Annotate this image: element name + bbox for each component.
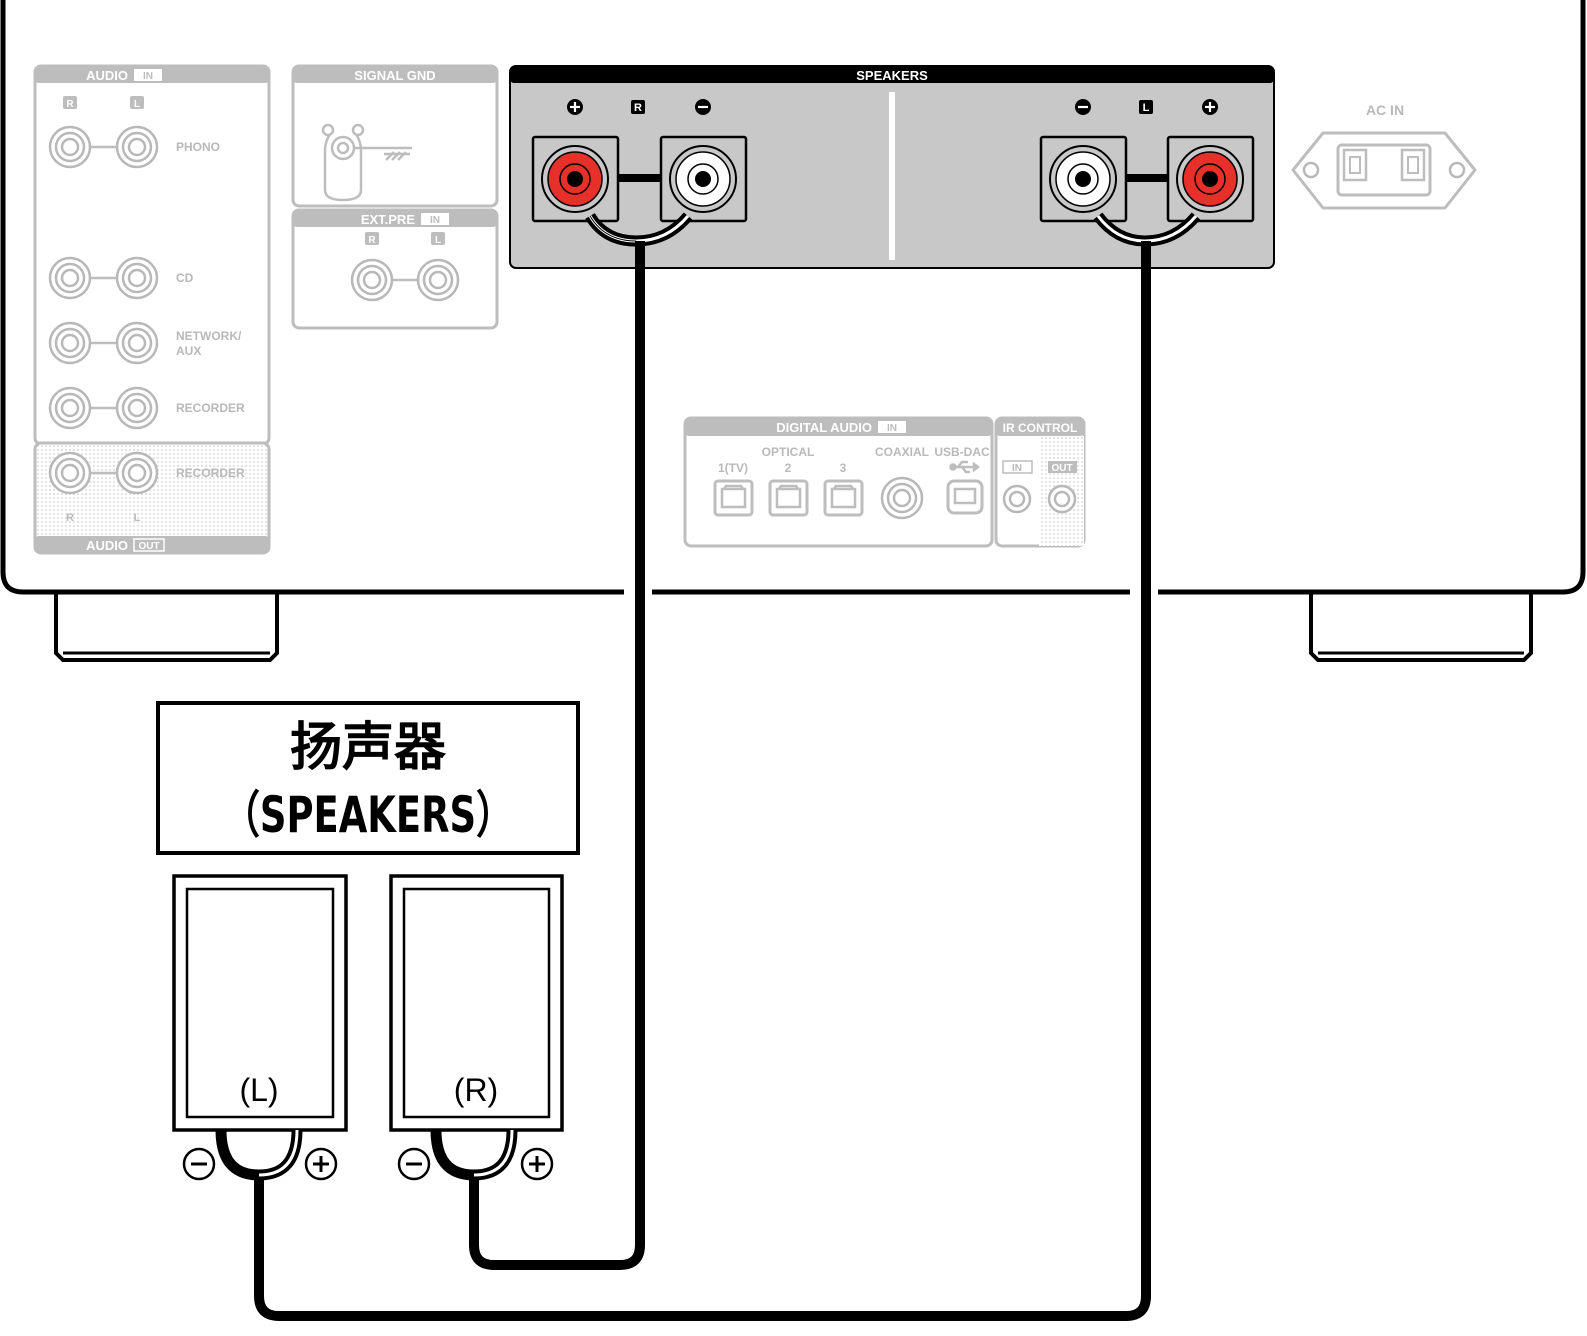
optical-label: OPTICAL: [762, 445, 815, 459]
network-aux-l-jack-icon[interactable]: [115, 321, 159, 365]
cd-label: CD: [176, 271, 194, 285]
optical-1-port[interactable]: [713, 479, 754, 517]
ext-pre-r-jack-icon[interactable]: [350, 258, 394, 302]
recorder-out-l-jack-icon[interactable]: [115, 451, 159, 495]
signal-gnd-header: SIGNAL GND: [354, 68, 435, 83]
audio-in-header: AUDIO: [86, 68, 128, 83]
right-speaker-label: (R): [454, 1072, 498, 1108]
l-plus-icon: [1202, 99, 1218, 115]
digital-audio-panel: DIGITAL AUDIO IN OPTICAL 1(TV) 2 3 COAXI…: [683, 416, 994, 548]
audio-out-badge: OUT: [138, 541, 159, 552]
ir-out-label: OUT: [1051, 463, 1072, 474]
digital-audio-header: DIGITAL AUDIO: [776, 420, 872, 435]
left-speaker-label: (L): [239, 1072, 278, 1108]
audio-out-header: AUDIO: [86, 538, 128, 553]
r-minus-icon: [695, 99, 711, 115]
optical-2-port[interactable]: [768, 479, 809, 517]
l-plus-terminal[interactable]: [1166, 135, 1255, 223]
ir-in-label: IN: [1012, 463, 1022, 474]
left-speaker-plus-icon: [304, 1147, 338, 1181]
phono-l-jack-icon[interactable]: [115, 125, 159, 169]
ac-inlet: AC IN: [1291, 102, 1477, 210]
audio-out-panel: RECORDER R L AUDIO OUT: [33, 441, 271, 555]
phono-r-jack-icon[interactable]: [48, 125, 92, 169]
audio-out-ch-l: L: [134, 512, 141, 524]
speakers-title-cn: 扬声器: [290, 718, 447, 778]
right-foot: [1309, 590, 1533, 662]
recorder-out-r-jack-icon[interactable]: [48, 451, 92, 495]
right-speaker-plus-icon: [520, 1147, 554, 1181]
l-minus-terminal[interactable]: [1039, 135, 1128, 223]
optical-2-label: 2: [785, 461, 792, 475]
speakers-title-en: （SPEAKERS）: [223, 786, 513, 844]
optical-3-port[interactable]: [823, 479, 864, 517]
ext-pre-header: EXT.PRE: [361, 212, 416, 227]
ext-pre-panel: EXT.PRE IN R L: [291, 208, 499, 330]
ir-control-panel: IR CONTROL IN OUT: [994, 416, 1086, 548]
digital-audio-badge: IN: [887, 423, 897, 434]
ext-pre-ch-r: R: [368, 235, 376, 246]
r-minus-terminal[interactable]: [659, 135, 748, 223]
l-minus-icon: [1075, 99, 1091, 115]
recorder-in-label: RECORDER: [176, 401, 245, 415]
left-speaker-minus-icon: [182, 1147, 216, 1181]
usb-dac-port[interactable]: [946, 479, 984, 515]
left-foot: [54, 590, 279, 662]
network-aux-r-jack-icon[interactable]: [48, 321, 92, 365]
recorder-in-r-jack-icon[interactable]: [48, 386, 92, 430]
speakers-l-label: L: [1143, 102, 1150, 114]
ac-in-label: AC IN: [1366, 102, 1404, 118]
ext-pre-badge: IN: [430, 215, 440, 226]
r-plus-icon: [567, 99, 583, 115]
ir-control-header: IR CONTROL: [1003, 421, 1078, 435]
ir-in-jack-icon[interactable]: [1002, 484, 1032, 514]
optical-3-label: 3: [840, 461, 847, 475]
audio-in-badge: IN: [143, 71, 153, 82]
left-speaker: (L): [172, 874, 348, 1181]
recorder-in-l-jack-icon[interactable]: [115, 386, 159, 430]
ext-pre-ch-l: L: [435, 235, 441, 246]
speakers-terminal-panel: SPEAKERS R L: [509, 65, 1275, 269]
ir-out-jack-icon[interactable]: [1047, 484, 1077, 514]
audio-in-ch-r: R: [66, 99, 74, 110]
ground-terminal-icon[interactable]: [321, 123, 412, 202]
usb-dac-label: USB-DAC: [934, 445, 990, 459]
speakers-title-box: 扬声器 （SPEAKERS）: [156, 701, 580, 855]
r-plus-terminal[interactable]: [531, 135, 620, 223]
phono-label: PHONO: [176, 140, 220, 154]
signal-gnd-panel: SIGNAL GND: [291, 64, 499, 208]
cd-l-jack-icon[interactable]: [115, 256, 159, 300]
r-speaker-cable: [469, 241, 645, 1270]
network-label: NETWORK/: [176, 329, 242, 343]
aux-label: AUX: [176, 344, 201, 358]
cd-r-jack-icon[interactable]: [48, 256, 92, 300]
right-speaker: (R): [389, 874, 564, 1181]
audio-out-ch-r: R: [66, 512, 74, 524]
audio-in-ch-l: L: [134, 99, 140, 110]
ext-pre-l-jack-icon[interactable]: [416, 258, 460, 302]
coaxial-label: COAXIAL: [875, 445, 929, 459]
speaker-cables: [254, 212, 1201, 1321]
l-speaker-cable: [254, 241, 1151, 1321]
speakers-header: SPEAKERS: [856, 68, 928, 83]
speakers-r-label: R: [634, 102, 642, 114]
recorder-out-label: RECORDER: [176, 466, 245, 480]
audio-in-panel: AUDIO IN R L PHONO CD NETWORK/ AUX RECOR…: [33, 64, 271, 446]
optical-1-label: 1(TV): [718, 461, 748, 475]
usb-icon: [949, 460, 981, 474]
right-speaker-minus-icon: [397, 1147, 431, 1181]
coaxial-jack-icon[interactable]: [880, 476, 924, 520]
